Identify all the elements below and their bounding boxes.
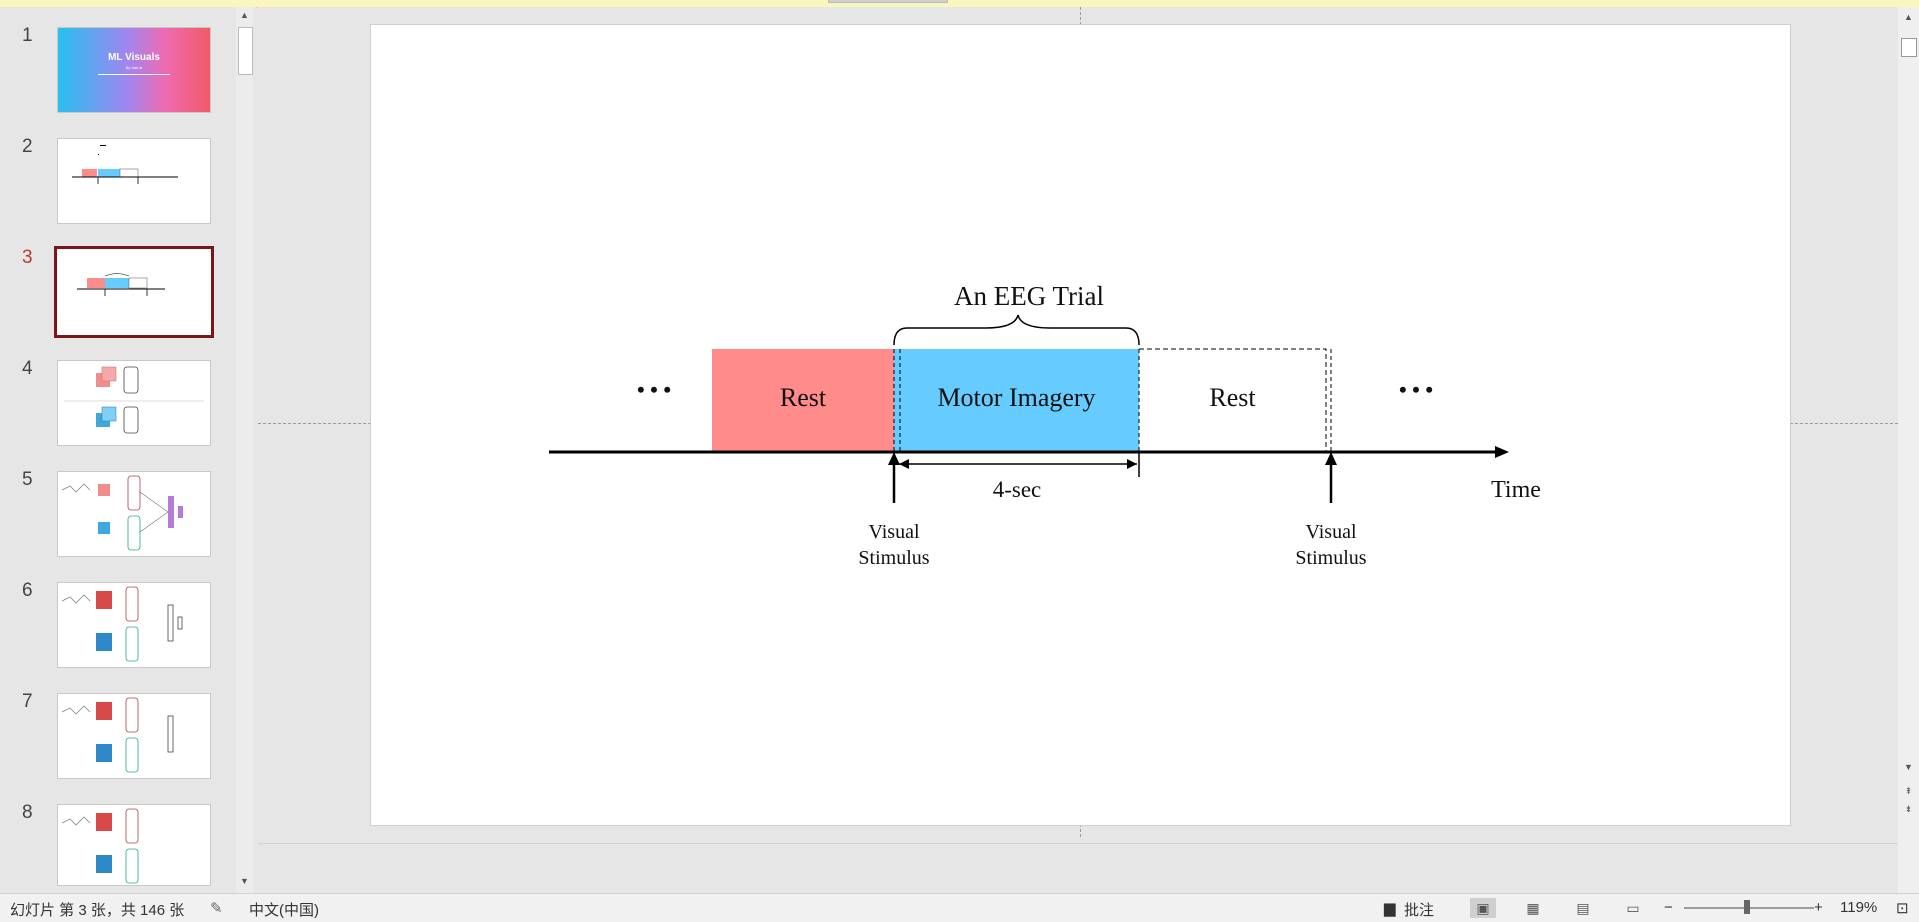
thumbnail-image-selected [54,246,214,338]
thumbnail-image [57,693,211,779]
thumbnail-link-line [98,74,170,75]
thumbnail-image [57,138,211,224]
normal-view-icon[interactable]: ▣ [1470,898,1496,918]
editor-bottom-area [258,843,1898,894]
thumbnail-image [57,360,211,446]
thumbnail-number: 7 [22,691,33,712]
right-ellipsis: • • • [1398,377,1434,402]
editor-scrollbar[interactable]: ▲ ▼ ⇞ ⇟ [1898,7,1919,893]
scroll-down-arrow-icon[interactable]: ▼ [240,876,249,886]
thumbnail-number: 5 [22,469,33,490]
thumbnail-diagram [61,808,139,884]
thumbnail-number: 8 [22,802,33,823]
thumbnail-subtitle: By dair.ai [125,65,143,70]
thumbnail-diagram [61,697,174,773]
fit-to-window-icon[interactable]: ⊡ [1896,900,1909,917]
thumbnail-diagram [64,366,204,434]
zoom-in-icon[interactable]: + [1814,899,1823,916]
thumbnail-diagram [72,145,178,184]
scroll-up-arrow-icon[interactable]: ▲ [1904,12,1913,22]
status-bar: 幻灯片 第 3 张，共 146 张 ✎ 中文(中国) ▆ 批注 ▣ ▦ ▤ ▭ … [0,893,1919,922]
thumbnail-image: ML Visuals By dair.ai [57,27,211,113]
rest-dashed-block[interactable] [1139,348,1327,451]
stimulus-line-2: Stimulus [858,547,930,569]
visual-stimulus-label-2: Visual Stimulus [1271,519,1391,571]
zoom-out-icon[interactable]: − [1664,899,1673,916]
language-indicator[interactable]: 中文(中国) [249,902,319,919]
thumbnail-number: 4 [22,358,33,379]
zoom-level[interactable]: 119% [1840,899,1878,916]
rest-label: Rest [779,383,827,412]
trial-brace [893,314,1140,346]
thumbnail-scrollbar[interactable]: ▲ ▼ [236,7,253,893]
ruler-marker [828,0,948,3]
motor-imagery-block[interactable] [894,349,1139,451]
thumbnail-number: 1 [22,25,33,46]
scroll-down-arrow-icon[interactable]: ▼ [1904,762,1913,772]
slideshow-icon[interactable]: ▭ [1626,900,1640,916]
zoom-slider-knob[interactable] [1744,900,1750,914]
scrollbar-thumb[interactable] [1901,38,1917,57]
thumbnail-image [57,804,211,886]
previous-slide-icon[interactable]: ⇞ [1904,786,1913,796]
thumbnail-number: 2 [22,136,33,157]
rest-label-2: Rest [1209,383,1256,412]
eeg-trial-diagram [549,314,1509,503]
visual-stimulus-label-1: Visual Stimulus [834,519,954,571]
scrollbar-thumb[interactable] [238,27,253,75]
thumbnail-diagram [61,475,183,551]
stimulus-line-2: Stimulus [1295,547,1367,569]
thumbnail-diagram [61,586,183,662]
thumbnail-diagram [77,273,165,296]
reading-view-icon[interactable]: ▤ [1576,900,1590,916]
comments-icon[interactable]: ▆ [1384,900,1396,917]
time-axis-label: Time [1491,477,1541,503]
motor-imagery-label: Motor Imagery [937,383,1096,412]
thumbnail-number: 3 [22,247,33,268]
slide-thumbnail-pane: 1 ML Visuals By dair.ai 2 3 [0,7,256,893]
stimulus-line-1: Visual [868,521,920,543]
current-slide[interactable]: An EEG Trial • • • • • • Rest Motor Imag… [370,24,1791,826]
rest-block[interactable] [712,349,894,451]
diagram-title[interactable]: An EEG Trial [953,281,1105,311]
thumbnail-number: 6 [22,580,33,601]
thumbnail-image [57,582,211,668]
slide-sorter-icon[interactable]: ▦ [1526,900,1540,916]
comments-button[interactable]: 批注 [1404,902,1435,919]
left-ellipsis: • • • [636,377,672,402]
scroll-up-arrow-icon[interactable]: ▲ [240,10,249,20]
duration-label: 4-sec [992,477,1042,502]
notes-icon[interactable]: ✎ [210,900,223,917]
thumbnail-image [57,471,211,557]
next-slide-icon[interactable]: ⇟ [1904,804,1913,814]
time-axis-arrowhead [1495,446,1509,458]
slide-count-info: 幻灯片 第 3 张，共 146 张 [10,902,185,919]
stimulus-line-1: Visual [1305,521,1357,543]
thumbnail-title: ML Visuals [108,52,160,63]
